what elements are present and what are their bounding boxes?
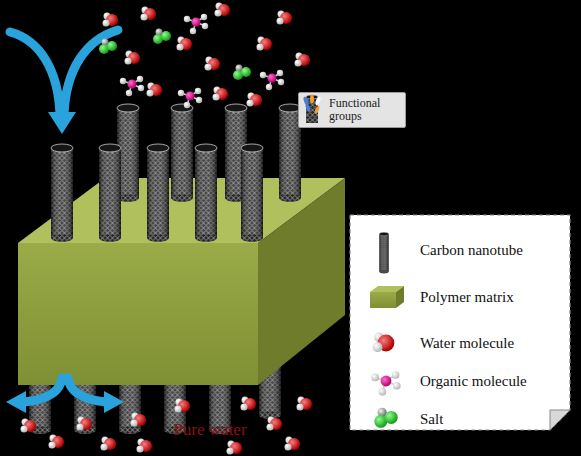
water-molecule <box>101 437 117 451</box>
matrix-side <box>258 178 345 385</box>
water-molecule <box>285 437 301 451</box>
water-molecule <box>297 397 313 411</box>
legend-entry: Salt <box>420 410 443 428</box>
legend-text: Carbon nanotube <box>420 242 523 258</box>
legend-entry: Water molecule <box>420 334 514 352</box>
legend-salt-icon <box>374 408 397 428</box>
water-molecule <box>267 417 283 431</box>
water-molecule <box>257 37 273 51</box>
legend-nanotube-icon <box>379 232 388 273</box>
water-molecule <box>175 399 191 413</box>
nanotube <box>241 144 263 242</box>
water-molecule <box>277 11 293 25</box>
water-molecule <box>147 83 163 97</box>
salt-molecule <box>153 29 171 45</box>
box-text: Functional groups <box>329 97 395 123</box>
nanotube <box>195 144 217 242</box>
water-molecule <box>49 435 65 449</box>
legend-entry: Carbon nanotube <box>420 241 523 259</box>
water-molecule <box>241 397 257 411</box>
matrix-front <box>18 243 258 385</box>
flow-arrow <box>64 30 118 114</box>
legend-matrix-icon <box>370 286 404 308</box>
output-label: Pure water <box>150 420 270 440</box>
legend-panel <box>350 215 570 430</box>
legend-entry: Polymer matrix <box>420 288 514 306</box>
water-molecule <box>247 93 263 107</box>
flow-arrow <box>68 378 106 402</box>
legend-entry: Organic molecule <box>420 372 527 390</box>
salt-molecule <box>233 65 251 81</box>
water-molecule <box>227 441 243 455</box>
legend-water-icon <box>373 333 395 353</box>
water-molecule <box>125 51 141 65</box>
flow-arrow <box>10 32 60 114</box>
legend-text: Organic molecule <box>420 373 527 389</box>
salt-molecule <box>99 39 117 55</box>
legend-text: Water molecule <box>420 335 514 351</box>
nanotube <box>171 104 193 202</box>
water-molecule <box>141 7 157 21</box>
organic-molecule <box>178 88 202 108</box>
water-molecule <box>131 413 147 427</box>
functional-groups-icon <box>303 95 322 124</box>
organic-molecule <box>184 14 208 34</box>
legend-fold <box>550 410 570 430</box>
organic-molecule <box>260 70 284 90</box>
water-molecule <box>213 87 229 101</box>
nanotube <box>51 144 73 242</box>
text-box: Functional groups <box>298 92 406 128</box>
arrow-head <box>6 391 26 413</box>
legend-organic-icon <box>371 371 400 395</box>
organic-molecule <box>120 76 144 96</box>
water-molecule <box>295 53 311 67</box>
water-molecule <box>21 419 37 433</box>
nanotube <box>147 144 169 242</box>
arrow-head <box>104 391 124 413</box>
nanotube <box>99 144 121 242</box>
arrow-head <box>48 112 76 134</box>
flow-arrow <box>24 378 62 402</box>
water-molecule <box>137 439 153 453</box>
water-molecule <box>205 57 221 71</box>
water-molecule <box>77 417 93 431</box>
water-molecule <box>103 13 119 27</box>
legend-text: Polymer matrix <box>420 289 514 305</box>
water-molecule <box>215 3 231 17</box>
water-molecule <box>177 37 193 51</box>
legend-text: Salt <box>420 411 443 427</box>
